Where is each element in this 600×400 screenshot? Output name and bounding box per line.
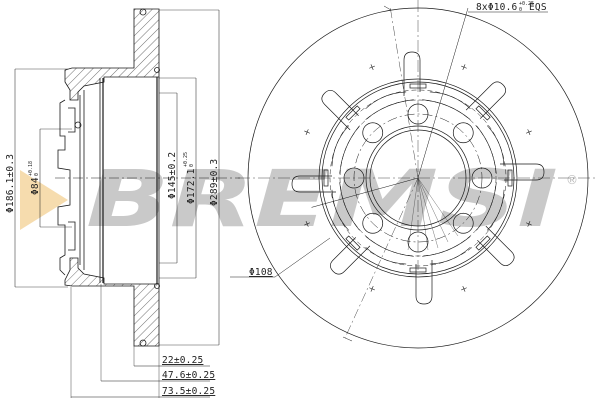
hole-callout-tol-upper: +0.25: [519, 1, 534, 7]
dim-thickness-47: 47.6±0.25: [162, 370, 215, 381]
watermark: BREMSI ®: [20, 155, 578, 245]
section-bottom-profile: [64, 257, 160, 347]
hole-callout-suffix: EQS: [529, 2, 547, 13]
bolt-hole-icon: [343, 167, 365, 189]
dim-d84-tol-lower: 0: [34, 173, 40, 176]
bolt-hole-icon: [407, 103, 429, 125]
dim-d186: Φ186.1±0.3: [5, 154, 16, 213]
section-top-profile: [64, 8, 160, 101]
bolt-holes: [291, 51, 545, 305]
dim-d145: Φ145±0.2: [167, 152, 178, 199]
section-dimension-labels: Φ186.1±0.3 Φ84 +0.18 0 Φ145±0.2 Φ172.1 +…: [5, 152, 220, 397]
dim-d172-tol-lower: 0: [189, 164, 195, 167]
front-view: [238, 0, 598, 349]
front-view-labels: 8xΦ10.6 +0.25 0 EQS Φ108: [249, 1, 547, 278]
section-view: [14, 8, 240, 398]
bolt-hole-icon: [407, 231, 429, 253]
dim-d84-tol-upper: +0.18: [28, 161, 34, 176]
registered-mark-icon: ®: [566, 173, 578, 187]
bolt-hole-icon: [362, 122, 384, 144]
dim-d172: Φ172.1: [186, 168, 197, 204]
cooling-slots: [304, 64, 532, 292]
bolt-hole-icon: [362, 212, 384, 234]
front-view-annotations: [230, 5, 548, 342]
bolt-hole-icon: [452, 212, 474, 234]
dim-thickness-73: 73.5±0.25: [162, 386, 215, 397]
pcd-label: Φ108: [249, 267, 273, 278]
dim-thickness-22: 22±0.25: [162, 355, 203, 366]
hole-callout: 8xΦ10.6: [476, 2, 518, 13]
dim-d172-tol-upper: +0.25: [183, 152, 189, 167]
dim-d84: Φ84: [30, 177, 41, 195]
hole-callout-tol-lower: 0: [519, 7, 522, 13]
bolt-hole-icon: [452, 122, 474, 144]
dim-d289: Φ289±0.3: [209, 159, 220, 206]
watermark-triangle-icon: [20, 170, 68, 230]
bolt-hole-icon: [471, 167, 493, 189]
